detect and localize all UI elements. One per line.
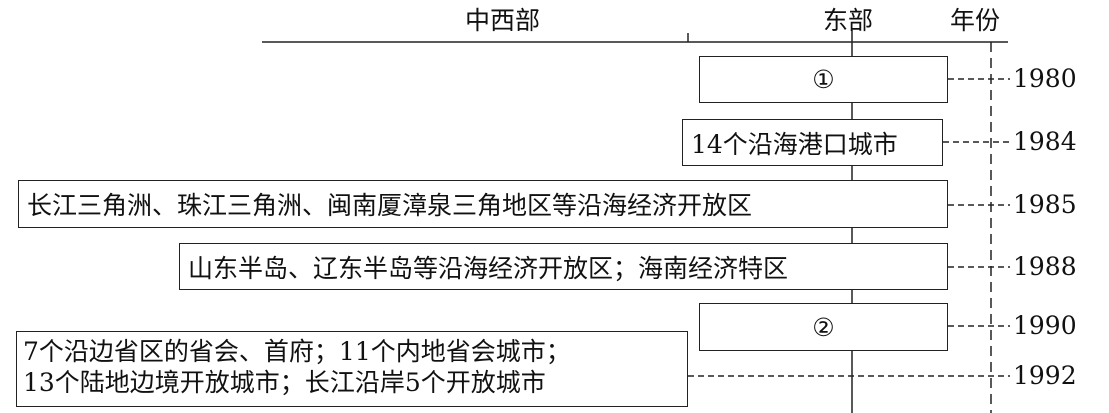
year-1984: 1984: [1013, 127, 1077, 156]
header-year: 年份: [950, 6, 1001, 35]
box-1992-line-1: 7个沿边省区的省会、首府；11个内地省会城市；: [23, 337, 571, 366]
box-blank-2: ②: [699, 303, 948, 351]
box-1988: 山东半岛、辽东半岛等沿海经济开放区；海南经济特区: [179, 243, 948, 290]
year-1985: 1985: [1013, 190, 1077, 219]
box-1992: 7个沿边省区的省会、首府；11个内地省会城市； 13个陆地边境开放城市；长江沿岸…: [16, 331, 688, 407]
box-blank-1: ①: [699, 56, 948, 103]
year-1992: 1992: [1013, 361, 1077, 390]
year-1990: 1990: [1013, 311, 1077, 340]
box-1992-line-2: 13个陆地边境开放城市；长江沿岸5个开放城市: [23, 368, 546, 397]
year-1980: 1980: [1013, 64, 1077, 93]
year-1988: 1988: [1013, 252, 1077, 281]
header-east: 东部: [823, 6, 874, 35]
header-central-west: 中西部: [465, 6, 541, 35]
box-1984: 14个沿海港口城市: [682, 119, 943, 166]
box-1985: 长江三角洲、珠江三角洲、闽南厦漳泉三角地区等沿海经济开放区: [18, 180, 948, 228]
